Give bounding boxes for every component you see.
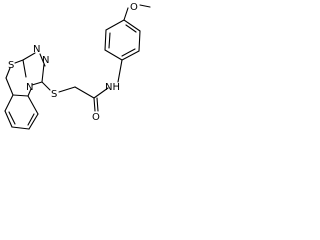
- atom-n-triazole-1: N: [42, 55, 49, 66]
- atom-n-amide: NH: [105, 82, 120, 93]
- atom-n-triazole-2: N: [33, 44, 40, 55]
- atom-labels: O NH O S N N N S: [8, 2, 138, 123]
- atom-o-methoxy: O: [130, 2, 138, 13]
- molecule-structure: O NH O S N N N S: [4, 2, 151, 130]
- bonds: [4, 4, 151, 130]
- atom-s-thiazole: S: [8, 60, 14, 71]
- atom-o-carbonyl: O: [92, 112, 100, 123]
- atom-s-thioether: S: [51, 89, 57, 100]
- atom-n-triazole-bridge: N: [26, 82, 33, 93]
